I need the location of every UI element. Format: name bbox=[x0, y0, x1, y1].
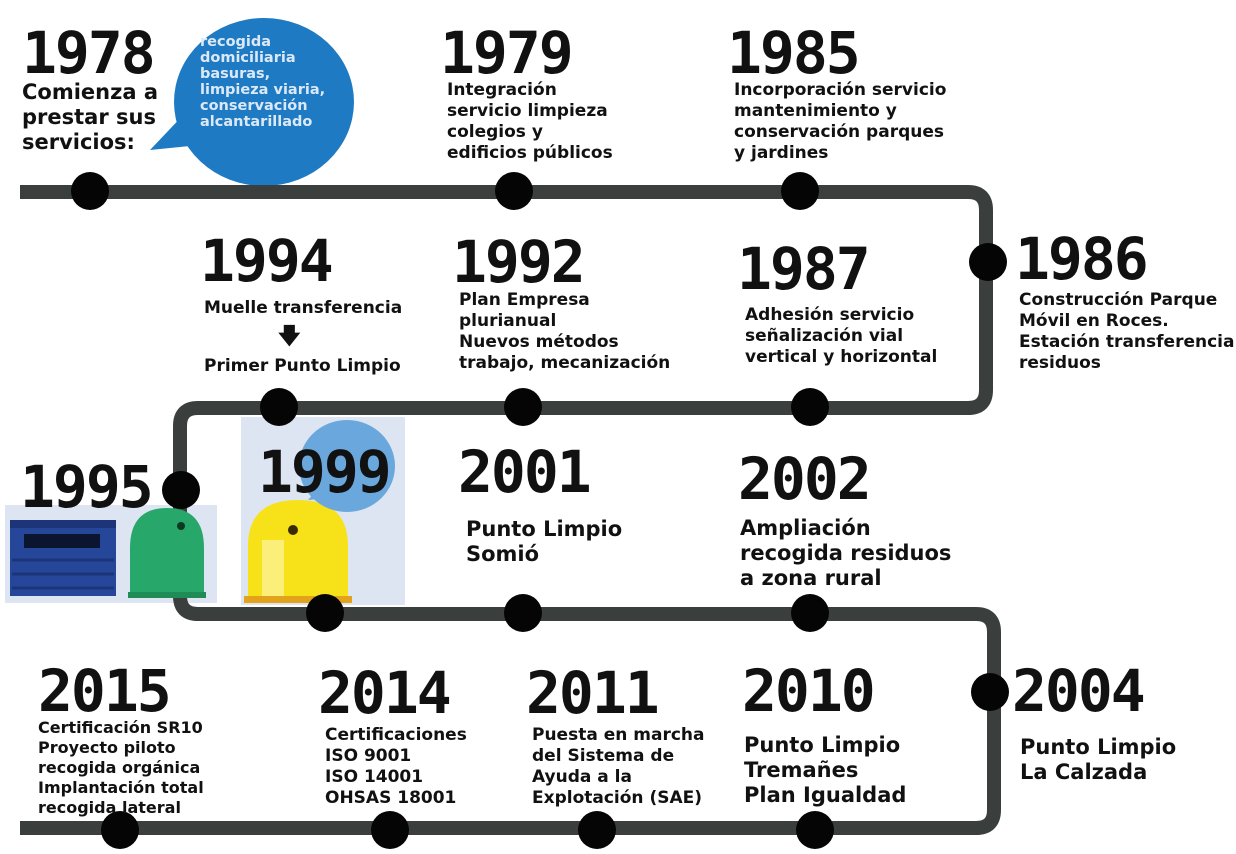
green-igloo-container-icon bbox=[128, 508, 206, 598]
blue-container-icon bbox=[10, 520, 116, 596]
yellow-igloo-container-icon bbox=[244, 500, 352, 603]
year-2014: 2014 bbox=[318, 659, 452, 727]
dot-1987 bbox=[791, 388, 829, 426]
speech-bubble-icon bbox=[299, 420, 395, 512]
year-2015: 2015 bbox=[38, 657, 172, 725]
desc-1994-line1: Muelle transferencia bbox=[204, 298, 403, 318]
dot-1979 bbox=[495, 172, 533, 210]
year-1994: 1994 bbox=[200, 227, 334, 295]
dot-1978 bbox=[71, 172, 109, 210]
year-2011: 2011 bbox=[526, 659, 660, 727]
dot-1985 bbox=[781, 172, 819, 210]
year-2001: 2001 bbox=[458, 438, 592, 506]
timeline-dots bbox=[71, 172, 1009, 849]
dot-2015 bbox=[101, 811, 139, 849]
dot-2001 bbox=[504, 594, 542, 632]
year-1985: 1985 bbox=[727, 19, 861, 87]
year-1978: 1978 bbox=[22, 19, 156, 87]
year-1995: 1995 bbox=[20, 453, 154, 521]
year-2002: 2002 bbox=[738, 445, 872, 513]
dot-1999 bbox=[306, 594, 344, 632]
year-2010: 2010 bbox=[742, 657, 876, 725]
year-1987: 1987 bbox=[737, 235, 871, 303]
year-1979: 1979 bbox=[440, 19, 574, 87]
dot-1986 bbox=[969, 243, 1007, 281]
dot-2002 bbox=[791, 594, 829, 632]
dot-2011 bbox=[578, 811, 616, 849]
dot-2014 bbox=[371, 811, 409, 849]
desc-1994-line2: Primer Punto Limpio bbox=[204, 356, 401, 376]
dot-1992 bbox=[504, 388, 542, 426]
dot-2010 bbox=[796, 811, 834, 849]
dot-2004 bbox=[971, 673, 1009, 711]
year-1992: 1992 bbox=[452, 228, 586, 296]
dot-1994 bbox=[260, 388, 298, 426]
year-2004: 2004 bbox=[1012, 657, 1146, 725]
year-1999: 1999 bbox=[258, 438, 392, 506]
speech-bubble-icon bbox=[150, 18, 354, 186]
dot-1995 bbox=[162, 471, 200, 509]
year-1986: 1986 bbox=[1015, 225, 1149, 293]
down-arrow-icon: 🡇 bbox=[278, 324, 301, 349]
